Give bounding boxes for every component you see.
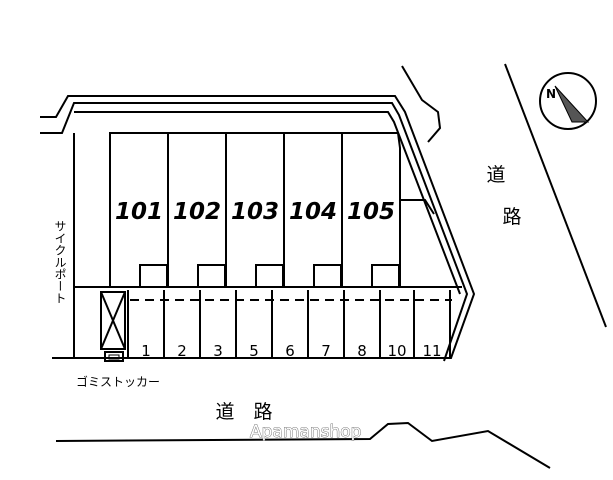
garbage-stocker-label: ゴミストッカー (76, 374, 160, 389)
unit-label-105: 105 (347, 199, 395, 225)
road-label-right-1: 道 (486, 164, 505, 186)
parking-space-8: 8 (357, 342, 367, 360)
watermark: Apamanshop (250, 422, 361, 442)
garbage-stocker (104, 351, 124, 362)
road-label-bottom: 道 路 (215, 401, 272, 423)
parking-space-10: 10 (387, 342, 406, 360)
parking-area (73, 133, 462, 358)
cycle-port-label: サイクルポート (53, 220, 67, 304)
unit-label-101: 101 (115, 199, 163, 225)
svg-text:サイクルポート: サイクルポート (53, 220, 67, 304)
unit-label-103: 103 (231, 199, 279, 225)
parking-space-1: 1 (141, 342, 151, 360)
parking-space-6: 6 (285, 342, 295, 360)
compass-icon: N (539, 72, 597, 130)
unit-label-104: 104 (289, 199, 337, 225)
parking-space-5: 5 (249, 342, 259, 360)
unit-label-102: 102 (173, 199, 221, 225)
svg-text:N: N (546, 87, 556, 101)
cycle-port (100, 291, 126, 350)
bottom-road (55, 421, 551, 469)
boundary-wall (40, 95, 476, 362)
parking-space-2: 2 (177, 342, 187, 360)
parking-space-11: 11 (422, 342, 441, 360)
right-road (401, 63, 607, 328)
parking-space-3: 3 (213, 342, 223, 360)
road-label-right-2: 路 (502, 206, 521, 228)
parking-space-7: 7 (321, 342, 331, 360)
